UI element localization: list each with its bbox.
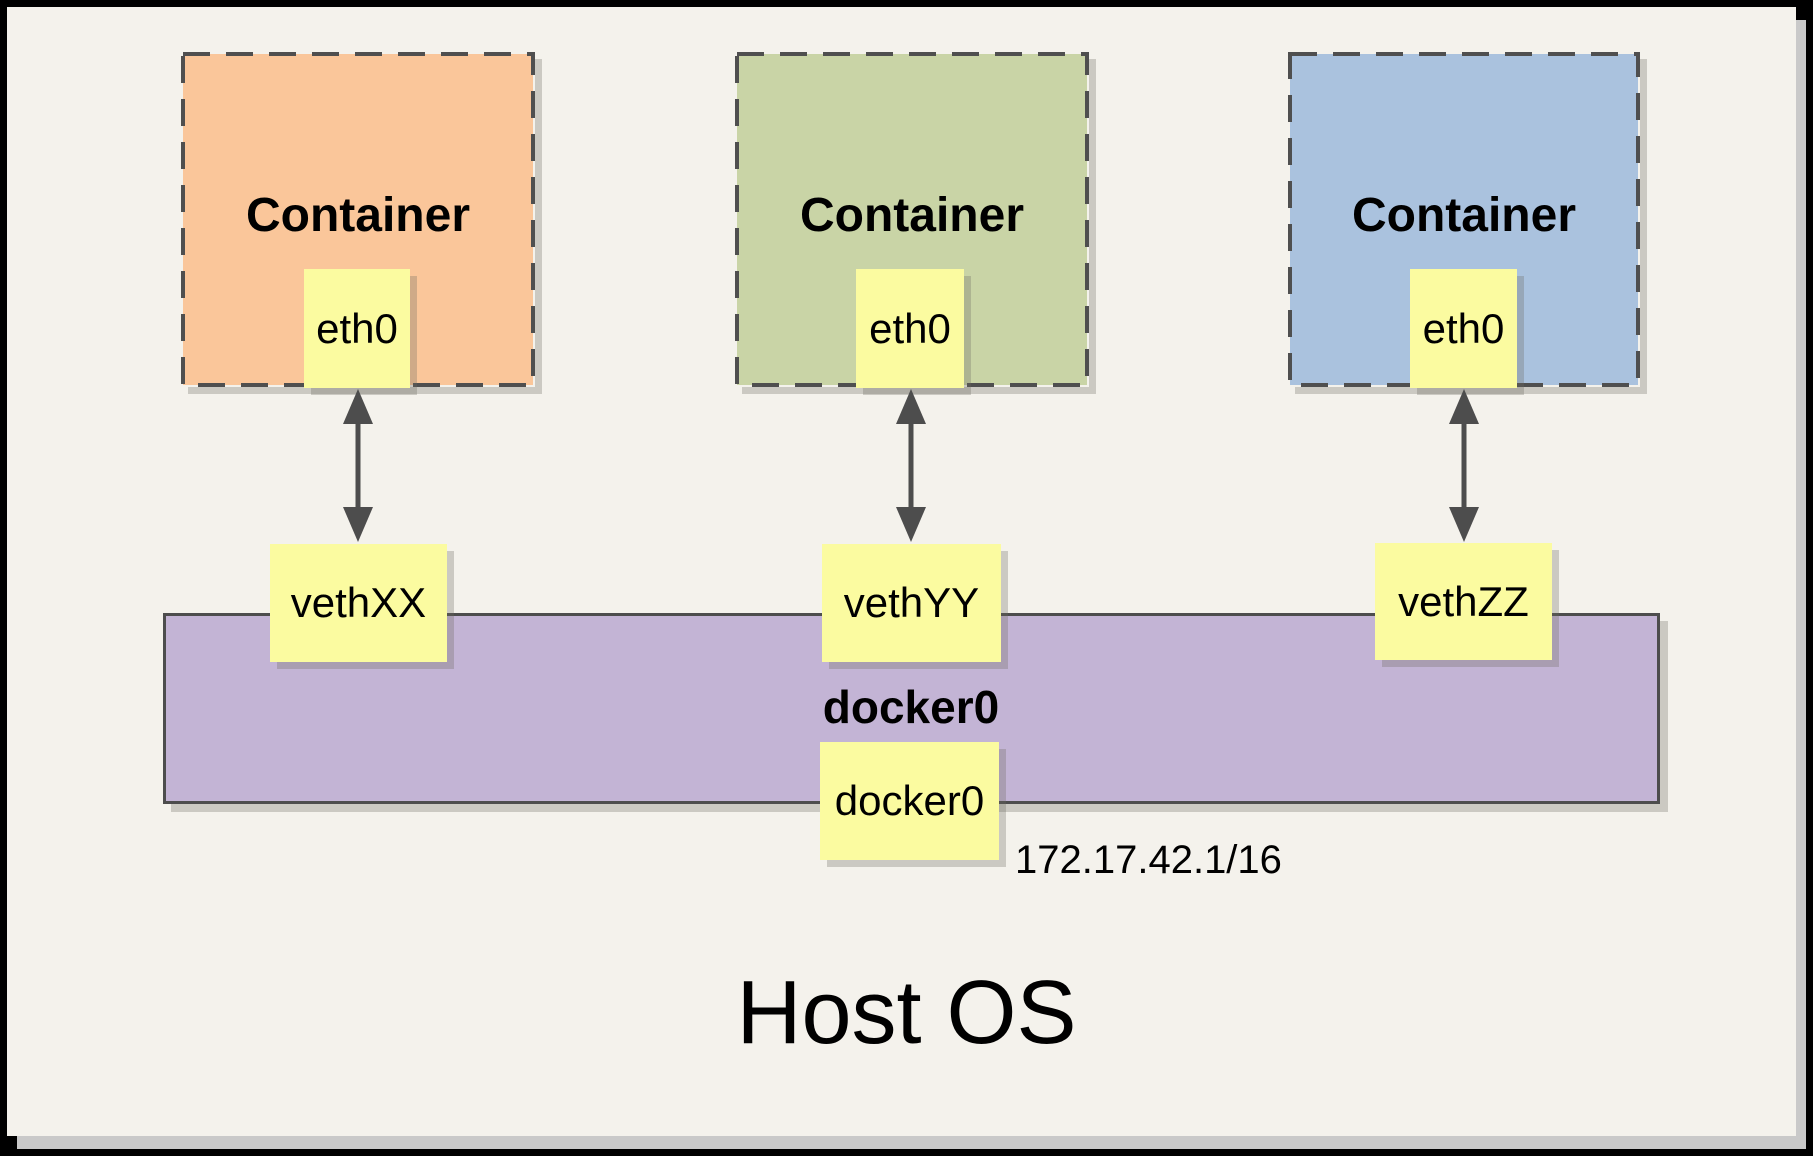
- eth0-interface-box-3: eth0: [1410, 269, 1517, 388]
- docker0-interface-box: docker0: [820, 742, 999, 860]
- veth-arrow-icon-3: [1449, 389, 1479, 542]
- vethXX-interface-box: vethXX: [270, 544, 447, 662]
- vethYY-label: vethYY: [843, 579, 980, 626]
- eth0-interface-box-2: eth0: [856, 269, 964, 388]
- eth0-label-2: eth0: [869, 304, 951, 352]
- docker0-interface-label: docker0: [834, 777, 985, 824]
- eth0-label-1: eth0: [316, 304, 398, 352]
- bridge-ip-label: 172.17.42.1/16: [1015, 838, 1282, 882]
- host-os-label: Host OS: [736, 963, 1077, 1063]
- container-3-title: Container: [1351, 189, 1576, 242]
- eth0-label-3: eth0: [1422, 304, 1505, 352]
- vethZZ-label: vethZZ: [1398, 577, 1529, 625]
- veth-arrow-icon-1: [343, 389, 373, 542]
- eth0-interface-box-1: eth0: [304, 269, 410, 388]
- container-2-title: Container: [799, 189, 1024, 242]
- vethXX-label: vethXX: [290, 579, 427, 626]
- vethYY-interface-box: vethYY: [822, 544, 1001, 662]
- veth-arrow-icon-2: [896, 389, 926, 542]
- docker0-bridge-label: docker0: [822, 681, 1000, 733]
- vethZZ-interface-box: vethZZ: [1375, 543, 1552, 660]
- container-1-title: Container: [245, 189, 470, 242]
